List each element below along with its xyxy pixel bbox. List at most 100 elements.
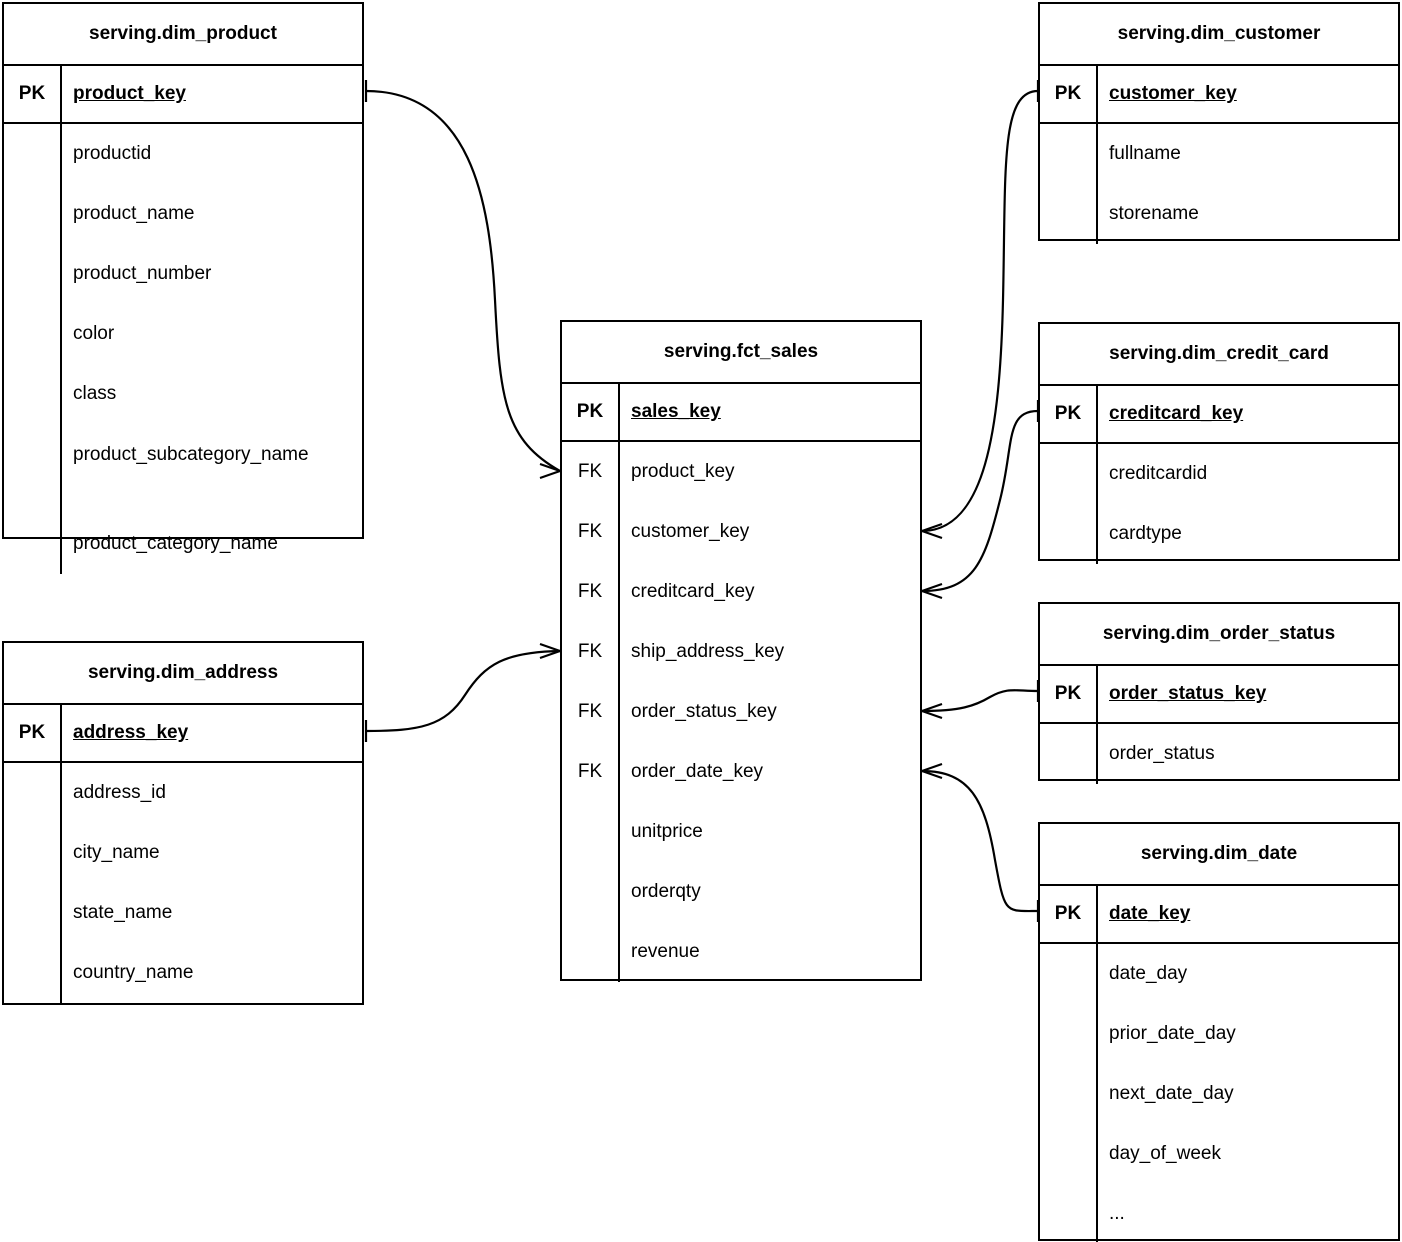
pk-label-dim-credit-card: PK (1040, 386, 1098, 442)
fk-tag-product-key: FK (577, 461, 603, 482)
attribute-revenue: revenue (631, 941, 700, 962)
attribute-product-key: product_key (631, 461, 735, 482)
attribute-order-status: order_status (1109, 743, 1215, 764)
attr-name-column-dim-date: date_day prior_date_day next_date_day da… (1098, 944, 1398, 1242)
pk-field-fct-sales: sales_key (631, 401, 721, 422)
attribute-creditcardid: creditcardid (1109, 463, 1208, 484)
attr-name-column-fct-sales: product_key customer_key creditcard_key … (620, 442, 920, 982)
attribute-storename: storename (1109, 203, 1199, 224)
fk-tag-order-status-key: FK (577, 701, 603, 722)
pk-row-dim-product: PK product_key (4, 64, 362, 124)
fk-tag-ship-address-key: FK (577, 641, 603, 662)
attribute-ship-address-key: ship_address_key (631, 641, 785, 662)
attributes-dim-date: date_day prior_date_day next_date_day da… (1040, 944, 1398, 1242)
entity-title-dim-customer: serving.dim_customer (1117, 23, 1321, 44)
relationship-dim-product-fct-sales (364, 80, 561, 480)
attribute-country-name: country_name (73, 962, 194, 983)
pk-label-dim-order-status: PK (1040, 666, 1098, 722)
attribute-ellipsis: ... (1109, 1203, 1125, 1224)
pk-row-dim-date: PK date_key (1040, 884, 1398, 944)
attribute-cardtype: cardtype (1109, 523, 1182, 544)
attribute-product-name: product_name (73, 203, 195, 224)
attr-tag-column-dim-credit-card (1040, 444, 1098, 564)
fk-tag-order-date-key: FK (577, 761, 603, 782)
attributes-fct-sales: FK FK FK FK FK FK product_key customer_k… (562, 442, 920, 982)
attr-tag-column-dim-product (4, 124, 62, 574)
attribute-creditcard-key: creditcard_key (631, 581, 755, 602)
attribute-city-name: city_name (73, 842, 160, 863)
pk-label-dim-address: PK (4, 705, 62, 761)
attr-tag-column-dim-order-status (1040, 724, 1098, 784)
attribute-order-status-key: order_status_key (631, 701, 777, 722)
entity-title-dim-order-status: serving.dim_order_status (1102, 623, 1336, 644)
pk-label-fct-sales: PK (562, 384, 620, 440)
pk-field-dim-date: date_key (1109, 903, 1191, 924)
attribute-product-category-name: product_category_name (73, 533, 278, 554)
attribute-next-date-day: next_date_day (1109, 1083, 1234, 1104)
tag-blank-revenue (562, 922, 618, 982)
attr-tag-column-dim-customer (1040, 124, 1098, 244)
pk-label-dim-date: PK (1040, 886, 1098, 942)
attribute-productid: productid (73, 143, 152, 164)
attribute-unitprice: unitprice (631, 821, 703, 842)
entity-dim-customer[interactable]: serving.dim_customer PK customer_key ful… (1038, 2, 1400, 244)
pk-row-fct-sales: PK sales_key (562, 382, 920, 442)
attribute-fullname: fullname (1109, 143, 1181, 164)
entity-dim-product[interactable]: serving.dim_product PK product_key produ… (2, 2, 364, 574)
relationship-dim-address-fct-sales (364, 642, 561, 742)
attributes-dim-address: address_id city_name state_name country_… (4, 763, 362, 1003)
attribute-product-subcategory-name: product_subcategory_name (73, 444, 309, 465)
relationship-fct-sales-dim-customer (921, 80, 1040, 540)
entity-title-dim-address: serving.dim_address (87, 662, 279, 683)
pk-field-dim-customer: customer_key (1109, 83, 1237, 104)
pk-row-dim-address: PK address_key (4, 703, 362, 763)
attribute-address-id: address_id (73, 782, 166, 803)
relationship-fct-sales-dim-credit-card (921, 400, 1040, 600)
attr-name-column-dim-credit-card: creditcardid cardtype (1098, 444, 1398, 564)
relationship-fct-sales-dim-date (921, 762, 1040, 922)
attribute-orderqty: orderqty (631, 881, 701, 902)
pk-label-dim-product: PK (4, 66, 62, 122)
relationship-fct-sales-dim-order-status (921, 680, 1040, 720)
attribute-color: color (73, 323, 115, 344)
entity-title-dim-date: serving.dim_date (1140, 843, 1298, 864)
entity-title-dim-credit-card: serving.dim_credit_card (1109, 343, 1329, 364)
attr-tag-column-fct-sales: FK FK FK FK FK FK (562, 442, 620, 982)
pk-label-dim-customer: PK (1040, 66, 1098, 122)
pk-field-dim-order-status: order_status_key (1109, 683, 1267, 704)
attr-name-column-dim-customer: fullname storename (1098, 124, 1398, 244)
pk-row-dim-order-status: PK order_status_key (1040, 664, 1398, 724)
attributes-dim-customer: fullname storename (1040, 124, 1398, 244)
attribute-date-day: date_day (1109, 963, 1188, 984)
entity-title-dim-product: serving.dim_product (89, 23, 277, 44)
pk-row-dim-customer: PK customer_key (1040, 64, 1398, 124)
attribute-product-number: product_number (73, 263, 212, 284)
attribute-order-date-key: order_date_key (631, 761, 764, 782)
entity-dim-date[interactable]: serving.dim_date PK date_key date_day pr… (1038, 822, 1400, 1242)
tag-blank-orderqty (562, 862, 618, 922)
tag-blank-unitprice (562, 802, 618, 862)
pk-row-dim-credit-card: PK creditcard_key (1040, 384, 1398, 444)
attr-name-column-dim-address: address_id city_name state_name country_… (62, 763, 362, 1003)
attr-tag-column-dim-address (4, 763, 62, 1003)
attributes-dim-product: productid product_name product_number co… (4, 124, 362, 574)
entity-dim-order-status[interactable]: serving.dim_order_status PK order_status… (1038, 602, 1400, 784)
fk-tag-customer-key: FK (577, 521, 603, 542)
pk-field-dim-credit-card: creditcard_key (1109, 403, 1244, 424)
attribute-customer-key: customer_key (631, 521, 750, 542)
attr-name-column-dim-product: productid product_name product_number co… (62, 124, 362, 574)
entity-fct-sales[interactable]: serving.fct_sales PK sales_key FK FK FK … (560, 320, 922, 982)
attribute-day-of-week: day_of_week (1109, 1143, 1221, 1164)
pk-field-dim-address: address_key (73, 722, 189, 743)
pk-field-dim-product: product_key (73, 83, 186, 104)
attr-name-column-dim-order-status: order_status (1098, 724, 1398, 784)
entity-dim-credit-card[interactable]: serving.dim_credit_card PK creditcard_ke… (1038, 322, 1400, 564)
attribute-class: class (73, 383, 117, 404)
entity-title-fct-sales: serving.fct_sales (663, 341, 819, 362)
fk-tag-creditcard-key: FK (577, 581, 603, 602)
attribute-state-name: state_name (73, 902, 173, 923)
entity-dim-address[interactable]: serving.dim_address PK address_key addre… (2, 641, 364, 1005)
attr-tag-column-dim-date (1040, 944, 1098, 1242)
attributes-dim-credit-card: creditcardid cardtype (1040, 444, 1398, 564)
